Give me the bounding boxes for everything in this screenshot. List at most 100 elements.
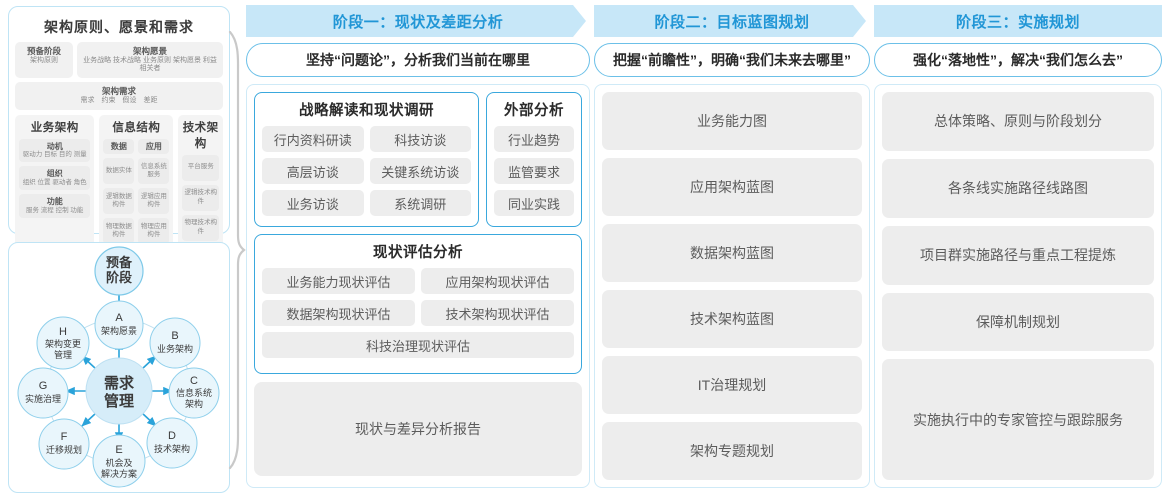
phase-2-banner-text: 阶段二：目标蓝图规划: [654, 13, 810, 31]
phase-3: 阶段三：实施规划 强化“落地性”，解决“我们怎么去” 总体策略、原则与阶段划分 …: [874, 5, 1162, 495]
pillar-technology-title: 技术架构: [182, 121, 219, 150]
adm-center-line2: 管理: [104, 392, 134, 410]
svg-text:F: F: [61, 431, 68, 443]
cell-physical-technology-label: 物理技术构件: [184, 219, 217, 235]
list-item[interactable]: 保障机制规划: [882, 292, 1154, 352]
list-item[interactable]: 架构专题规划: [602, 422, 862, 480]
chip-item[interactable]: 技术架构现状评估: [421, 300, 574, 326]
phase-1-subtitle: 坚持“问题论”，分析我们当前在哪里: [246, 43, 590, 77]
chevron-right-icon: [571, 5, 591, 37]
cell-application-head-label: 应用: [145, 141, 162, 151]
cell-function-sub: 服务 流程 控制 功能: [26, 206, 84, 214]
pillar-business-title: 业务架构: [30, 121, 79, 134]
svg-text:解决方案: 解决方案: [101, 468, 137, 479]
list-item[interactable]: 技术架构蓝图: [602, 290, 862, 348]
adm-node-a: [94, 300, 144, 350]
adm-node-c: [168, 367, 220, 419]
list-item[interactable]: 数据架构蓝图: [602, 224, 862, 282]
cell-logical-application-label: 逻辑应用构件: [140, 192, 167, 209]
phase-2-list: 业务能力图 应用架构蓝图 数据架构蓝图 技术架构蓝图 IT治理规划 架构专题规划: [602, 92, 862, 480]
svg-text:信息系统: 信息系统: [176, 387, 212, 398]
list-item[interactable]: 项目群实施路径与重点工程提炼: [882, 225, 1154, 285]
phases-container: 阶段一：现状及差距分析 坚持“问题论”，分析我们当前在哪里 战略解读和现状调研 …: [246, 5, 1162, 495]
chip-item[interactable]: 关键系统访谈: [369, 158, 471, 184]
chip-item[interactable]: 业务能力现状评估: [262, 268, 415, 294]
phase-1-banner-text: 阶段一：现状及差距分析: [332, 13, 504, 31]
phase-3-list: 总体策略、原则与阶段划分 各条线实施路径线路图 项目群实施路径与重点工程提炼 保…: [882, 92, 1154, 480]
list-item[interactable]: 应用架构蓝图: [602, 158, 862, 216]
list-item[interactable]: 总体策略、原则与阶段划分: [882, 92, 1154, 151]
cell-function-head: 功能: [46, 196, 63, 206]
chip-item[interactable]: 科技访谈: [369, 126, 471, 152]
list-item[interactable]: 业务能力图: [602, 92, 862, 150]
svg-text:D: D: [168, 430, 176, 442]
cell-data-entity: 数据实体: [103, 158, 135, 185]
chip-item[interactable]: 科技治理现状评估: [262, 332, 574, 358]
phase-1-body: 战略解读和现状调研 行内资料研读 科技访谈 高层访谈 关键系统访谈 业务访谈 系…: [246, 84, 590, 488]
chevron-right-icon: [851, 5, 871, 37]
adm-prep-line1: 预备: [106, 255, 133, 270]
chip-item[interactable]: 高层访谈: [262, 158, 364, 184]
togaf-vision-row: 预备阶段 架构原则 架构愿景 业务战略 技术战略 业务原则 架构愿景 利益相关者: [15, 42, 223, 79]
phase-3-banner: 阶段三：实施规划: [874, 5, 1162, 37]
list-item[interactable]: 各条线实施路径线路图: [882, 158, 1154, 218]
phase-3-subtitle: 强化“落地性”，解决“我们怎么去”: [874, 43, 1162, 77]
cell-physical-application-label: 物理应用构件: [140, 222, 167, 239]
adm-node-e: [92, 434, 146, 488]
cell-physical-data: 物理数据构件: [103, 218, 135, 245]
info-column-data: 数据 数据实体 逻辑数据构件 物理数据构件: [103, 138, 135, 245]
cell-logical-technology-label: 逻辑技术构件: [184, 189, 217, 205]
togaf-title: 架构原则、愿景和需求: [44, 19, 194, 35]
svg-text:架构变更: 架构变更: [45, 338, 81, 349]
togaf-pillars: 业务架构 动机 驱动力 目标 目的 测量 组织 组织 位置 驱动者 角色 功能 …: [15, 114, 223, 250]
svg-text:技术架构: 技术架构: [154, 443, 190, 454]
phase-2-body: 业务能力图 应用架构蓝图 数据架构蓝图 技术架构蓝图 IT治理规划 架构专题规划: [594, 84, 870, 488]
svg-text:E: E: [115, 444, 122, 456]
pillar-technology-architecture: 技术架构 平台服务 逻辑技术构件 物理技术构件: [178, 114, 223, 250]
svg-text:H: H: [59, 326, 67, 338]
adm-center-line1: 需求: [104, 374, 135, 392]
phase-3-body: 总体策略、原则与阶段划分 各条线实施路径线路图 项目群实施路径与重点工程提炼 保…: [874, 84, 1162, 488]
chip-item[interactable]: 行业趋势: [494, 126, 574, 152]
chip-item[interactable]: 业务访谈: [262, 190, 364, 216]
group-current-state-assessment-title: 现状评估分析: [373, 245, 463, 261]
adm-node-b: [149, 317, 201, 369]
togaf-framework-box: 架构原则、愿景和需求 预备阶段 架构原则 架构愿景 业务战略 技术战略 业务原则…: [8, 6, 230, 296]
cell-logical-technology: 逻辑技术构件: [182, 184, 219, 211]
cell-function: 功能 服务 流程 控制 功能: [19, 193, 91, 218]
svg-text:G: G: [39, 380, 48, 392]
adm-cycle-svg: 预备 阶段 需求 管理 A 架构愿景 B 业务架构 C 信息系统 架构: [17, 246, 220, 488]
cell-organization: 组织 组织 位置 驱动者 角色: [19, 166, 91, 190]
chip-item[interactable]: 系统调研: [369, 190, 471, 216]
togaf-vision-card: 架构愿景 业务战略 技术战略 业务原则 架构愿景 利益相关者: [77, 42, 223, 79]
svg-text:迁移规划: 迁移规划: [46, 444, 82, 455]
togaf-prep-sub: 架构原则: [30, 56, 58, 64]
cell-organization-sub: 组织 位置 驱动者 角色: [22, 178, 87, 186]
group-current-state-assessment: 现状评估分析 业务能力现状评估 应用架构现状评估 数据架构现状评估 技术架构现状…: [254, 234, 582, 374]
cell-data-head-label: 数据: [110, 141, 127, 151]
pillar-business-architecture: 业务架构 动机 驱动力 目标 目的 测量 组织 组织 位置 驱动者 角色 功能 …: [15, 114, 95, 250]
pillar-information-title: 信息结构: [112, 121, 161, 134]
togaf-vision-head: 架构愿景: [132, 46, 167, 56]
chip-item[interactable]: 行内资料研读: [262, 126, 364, 152]
cell-platform-service: 平台服务: [182, 154, 219, 181]
svg-text:实施治理: 实施治理: [25, 393, 61, 404]
info-column-application: 应用 信息系统服务 逻辑应用构件 物理应用构件: [138, 138, 170, 245]
phase-1-report[interactable]: 现状与差异分析报告: [254, 382, 582, 476]
togaf-requirement-head: 架构需求: [101, 86, 136, 97]
cell-information-system-service: 信息系统服务: [138, 158, 170, 185]
cell-data-head: 数据: [103, 138, 135, 155]
svg-text:管理: 管理: [54, 349, 72, 360]
chip-item[interactable]: 数据架构现状评估: [262, 300, 415, 326]
phase-1: 阶段一：现状及差距分析 坚持“问题论”，分析我们当前在哪里 战略解读和现状调研 …: [246, 5, 591, 495]
chip-item[interactable]: 监管要求: [494, 158, 574, 184]
list-item[interactable]: IT治理规划: [602, 356, 862, 414]
chip-item[interactable]: 应用架构现状评估: [421, 268, 574, 294]
cell-platform-service-label: 平台服务: [187, 163, 214, 171]
togaf-requirement-card: 架构需求 需求 约束 假设 差距: [15, 82, 223, 110]
list-item[interactable]: 实施执行中的专家管控与跟踪服务: [882, 359, 1154, 480]
chip-item[interactable]: 同业实践: [494, 190, 574, 216]
group-strategy-research: 战略解读和现状调研 行内资料研读 科技访谈 高层访谈 关键系统访谈 业务访谈 系…: [254, 92, 479, 227]
cell-information-system-service-label: 信息系统服务: [140, 162, 167, 179]
svg-text:架构: 架构: [185, 398, 203, 409]
